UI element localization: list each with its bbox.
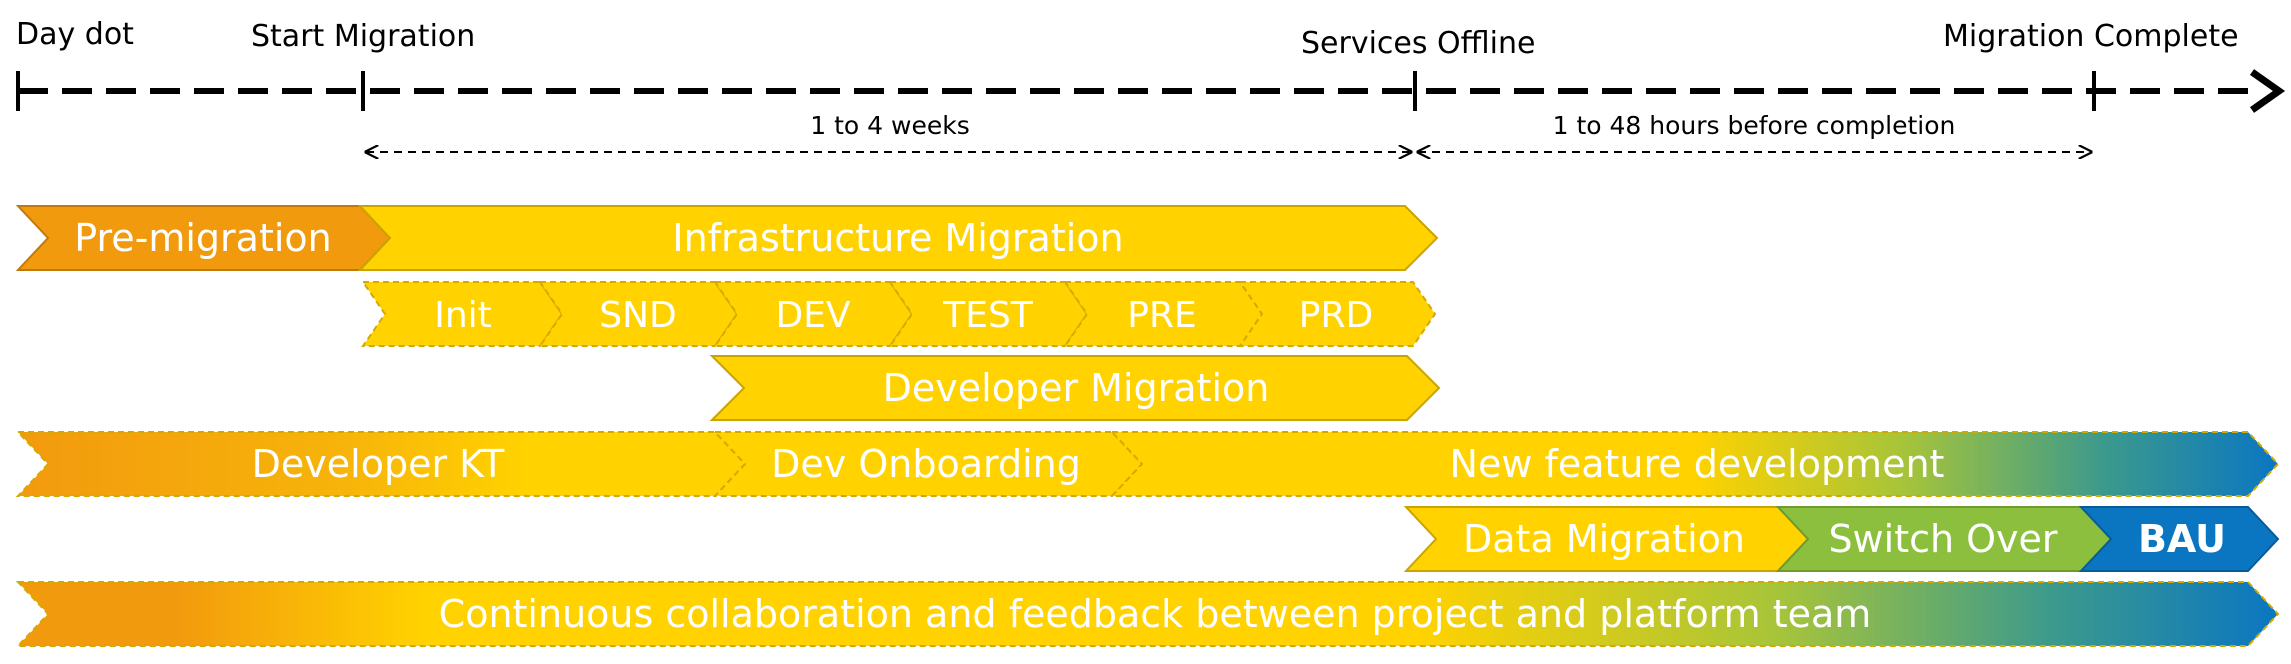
phase-new-feature-development-label: New feature development bbox=[1450, 442, 1945, 486]
phase-infrastructure-migration-label: Infrastructure Migration bbox=[672, 216, 1123, 260]
timeline-axis bbox=[16, 69, 2286, 113]
phase-continuous-collaboration-shape bbox=[15, 581, 2280, 647]
phase-developer-migration-shape bbox=[709, 355, 1441, 421]
phase-data-migration-label: Data Migration bbox=[1463, 517, 1745, 561]
timeline-arrowhead-icon bbox=[2249, 69, 2286, 113]
phase-pre-migration-label: Pre-migration bbox=[74, 216, 332, 260]
phase-bau-label: BAU bbox=[2138, 517, 2226, 561]
phase-continuous-collaboration: Continuous collaboration and feedback be… bbox=[15, 581, 2280, 647]
phase-developer-migration: Developer Migration bbox=[709, 355, 1441, 421]
env-snd-label: SND bbox=[599, 295, 677, 336]
phase-switch-over-label: Switch Over bbox=[1828, 517, 2057, 561]
milestone-start-migration: Start Migration bbox=[251, 19, 475, 54]
phase-switch-over: Switch Over bbox=[1775, 506, 2113, 572]
phase-infrastructure-migration: Infrastructure Migration bbox=[357, 205, 1439, 271]
environment-chevrons: Init SND DEV TEST PRE PRD bbox=[361, 281, 1437, 347]
phase-dev-onboarding-label: Dev Onboarding bbox=[771, 442, 1081, 486]
env-test-label: TEST bbox=[942, 295, 1034, 336]
milestone-day-dot: Day dot bbox=[16, 17, 134, 52]
env-prd-label: PRD bbox=[1299, 295, 1373, 336]
phase-infrastructure-migration-shape bbox=[357, 205, 1439, 271]
duration-weeks-label: 1 to 4 weeks bbox=[810, 111, 969, 140]
phase-new-feature-development: New feature development bbox=[1109, 431, 2280, 497]
phase-bau: BAU bbox=[2078, 506, 2280, 572]
env-dev-label: DEV bbox=[775, 295, 850, 336]
env-init-label: Init bbox=[434, 295, 492, 336]
phase-dev-onboarding: Dev Onboarding bbox=[712, 431, 1144, 497]
phase-new-feature-development-shape bbox=[1109, 431, 2280, 497]
phase-continuous-collaboration-label: Continuous collaboration and feedback be… bbox=[439, 592, 1872, 636]
phase-pre-migration: Pre-migration bbox=[15, 205, 392, 271]
phase-developer-migration-label: Developer Migration bbox=[883, 366, 1270, 410]
phase-data-migration: Data Migration bbox=[1403, 506, 1810, 572]
phase-bau-shape bbox=[2078, 506, 2280, 572]
duration-hours-label: 1 to 48 hours before completion bbox=[1553, 111, 1956, 140]
milestone-migration-complete: Migration Complete bbox=[1943, 19, 2239, 54]
env-pre-label: PRE bbox=[1127, 295, 1196, 336]
phase-developer-kt: Developer KT bbox=[15, 431, 747, 497]
env-prd-shape bbox=[1238, 281, 1437, 347]
phase-developer-kt-label: Developer KT bbox=[252, 442, 505, 486]
milestone-services-offline: Services Offline bbox=[1301, 26, 1535, 61]
